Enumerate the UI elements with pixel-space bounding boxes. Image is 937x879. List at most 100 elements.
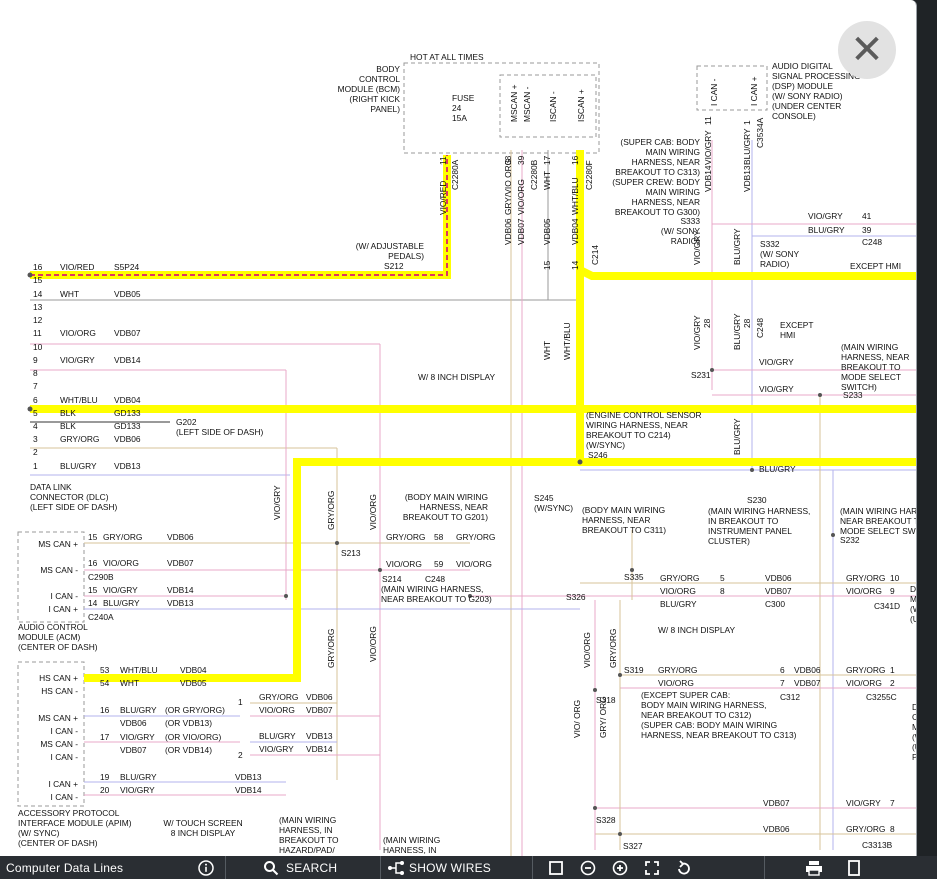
harness-note: BREAKOUT TO C311): [582, 525, 666, 535]
dlc-pin: 10: [33, 342, 43, 352]
dsp-module-label: SIGNAL PROCESSING: [772, 71, 861, 81]
harness-note: (W/SYNC): [586, 440, 625, 450]
dlc-title: CONNECTOR (DLC): [30, 492, 109, 502]
dlc-pin: 7: [33, 381, 38, 391]
apim-pin: 20: [100, 785, 110, 795]
dlc-pin: 15: [33, 275, 43, 285]
circuit-label: VDB14: [235, 785, 262, 795]
splice-label: S319: [624, 665, 644, 675]
wire-color-label: (OR VIO/ORG): [165, 732, 222, 742]
wire-color-label: VIO/ ORG: [572, 700, 582, 738]
dlc-pin: 16: [33, 262, 43, 272]
wire-color-label: VIO/ORG: [658, 678, 694, 688]
wire-color-label: VIO/RED: [438, 181, 448, 215]
apim-title: INTERFACE MODULE (APIM): [18, 818, 132, 828]
pin-number: 1: [890, 665, 895, 675]
info-icon[interactable]: [197, 859, 215, 877]
acm-pin-label: MS CAN -: [40, 565, 78, 575]
dlc-title: DATA LINK: [30, 482, 72, 492]
circuit-label: VDB07: [765, 586, 792, 596]
print-icon[interactable]: [805, 859, 823, 877]
zoom-in-icon[interactable]: [611, 859, 629, 877]
pin-label: MSCAN +: [509, 84, 519, 122]
module-label-cut: CONTRO: [912, 712, 916, 722]
show-wires-button[interactable]: SHOW WIRES: [381, 856, 533, 879]
wire-color-label: BLU/GRY: [759, 464, 796, 474]
wire-color-label: VIO/ORG: [103, 558, 139, 568]
highlight-s246: [84, 458, 916, 682]
module-label-cut: DU: [912, 702, 916, 712]
harness-note: MAIN WIRING: [646, 187, 700, 197]
dsp-module-label: CONSOLE): [772, 111, 816, 121]
dlc-title: (LEFT SIDE OF DASH): [30, 502, 118, 512]
fit-page-icon[interactable]: [547, 859, 565, 877]
fuse-label: 15A: [452, 113, 467, 123]
circuit-label: VDB06: [114, 434, 141, 444]
circuit-label: VDB07: [516, 218, 526, 245]
bcm-label: BODY: [376, 64, 400, 74]
vio-red-core: [30, 155, 448, 276]
wire-color-label: VIO/GRY: [692, 315, 702, 350]
splice-label: S232: [840, 535, 860, 545]
circuit-label: VDB14: [306, 744, 333, 754]
fullscreen-icon[interactable]: [643, 859, 661, 877]
circuit-label: VDB06: [765, 573, 792, 583]
bcm-label: PANEL): [370, 104, 400, 114]
wire-color-label: GRY/ORG: [608, 629, 618, 668]
splice-label: RADIO): [760, 259, 790, 269]
harness-note: HARNESS, NEAR: [632, 197, 700, 207]
pin-number: 38: [503, 155, 513, 165]
connector-label: C2280F: [584, 160, 594, 190]
splice-label: S318: [596, 695, 616, 705]
wire-color-label: GRY/ORG: [846, 665, 885, 675]
wire-color-label: WHT/BLU: [60, 395, 98, 405]
close-button[interactable]: ✕: [838, 21, 896, 79]
page-icon[interactable]: [845, 859, 863, 877]
apim-pin: 54: [100, 678, 110, 688]
dlc-pin: 1: [33, 461, 38, 471]
harness-note: NEAR BREAKOUT TO C312): [641, 710, 752, 720]
ground-label: (LEFT SIDE OF DASH): [176, 427, 264, 437]
wire-color-label: VIO/GRY: [808, 211, 843, 221]
wire-color-label: BLK: [60, 408, 76, 418]
wire-color-label: VIO/GRY: [692, 230, 702, 265]
splice-dots: [27, 272, 835, 836]
apim-title: (CENTER OF DASH): [18, 838, 98, 848]
acm-pin: 15: [88, 585, 98, 595]
harness-note: HARNESS, NEAR: [632, 157, 700, 167]
wire-color-label: WHT: [542, 341, 552, 360]
dsp-module-label: (UNDER CENTER: [772, 101, 841, 111]
rotate-icon[interactable]: [675, 859, 693, 877]
wire-color-label: VIO/GRY: [759, 384, 794, 394]
bcm-label: MODULE (BCM): [338, 84, 401, 94]
splice-label: S231: [691, 370, 711, 380]
condition-label: W/ 8 INCH DISPLAY: [418, 372, 496, 382]
module-label-cut: (UNDER DR: [910, 614, 916, 624]
highlight-vio-red: [30, 155, 451, 279]
condition-label: HMI: [780, 330, 795, 340]
pin-number: 58: [434, 532, 444, 542]
wire-color-label: (OR GRY/ORG): [165, 705, 225, 715]
splice-label: S213: [341, 548, 361, 558]
search-button[interactable]: SEARCH: [226, 856, 381, 879]
splice-label: S214: [382, 574, 402, 584]
dlc-pin: 4: [33, 421, 38, 431]
harness-note: SWITCH): [841, 382, 877, 392]
apim-title: ACCESSORY PROTOCOL: [18, 808, 120, 818]
circuit-label: VDB06: [763, 824, 790, 834]
connector-label: C3255C: [866, 692, 897, 702]
pin-number: 17: [542, 155, 552, 165]
dsp-module-label: AUDIO DIGITAL: [772, 61, 833, 71]
zoom-out-icon[interactable]: [579, 859, 597, 877]
apim-title: (W/ SYNC): [18, 828, 60, 838]
apim-pin-label: I CAN -: [51, 792, 79, 802]
connector-label: C248: [755, 318, 765, 338]
apim-pin: 17: [100, 732, 110, 742]
highlight-hs-can-plus: [576, 150, 916, 280]
connector-label: C2280B: [529, 159, 539, 190]
pin-number: 9: [890, 586, 895, 596]
harness-note: HARNESS, IN: [383, 845, 437, 855]
